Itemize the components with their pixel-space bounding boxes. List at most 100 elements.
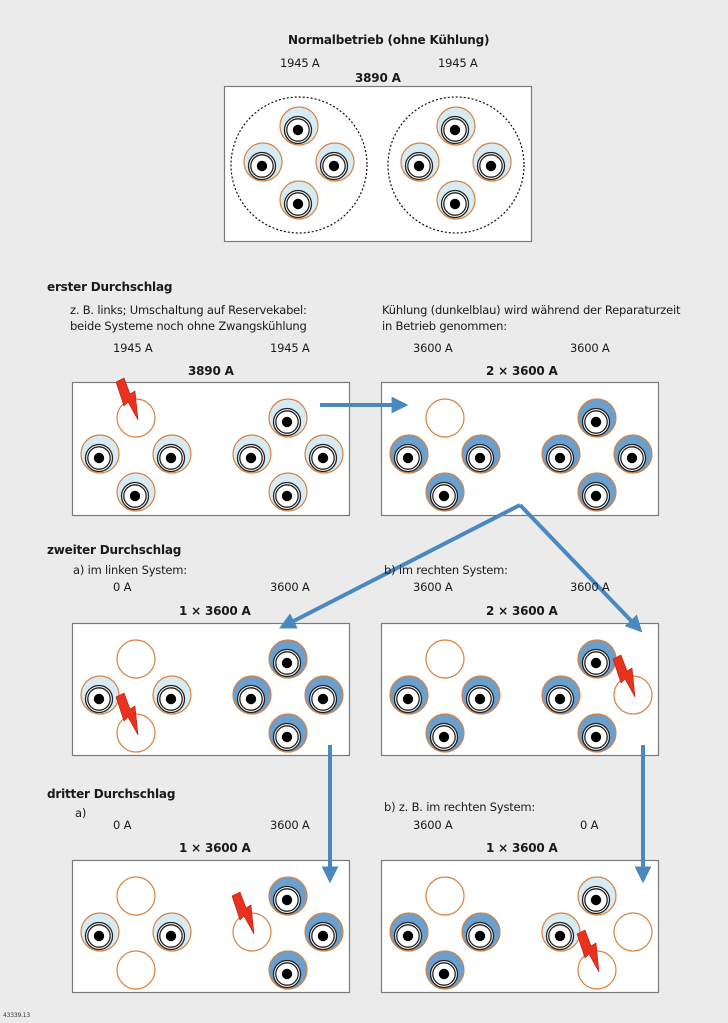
cable-dark: [577, 472, 617, 512]
conductor: [554, 452, 566, 464]
third-left-current-right: 3600 A: [270, 818, 310, 832]
second-right-current-right: 3600 A: [570, 580, 610, 594]
second-right-description: b) im rechten System:: [384, 563, 508, 577]
conductor: [165, 930, 177, 942]
first-left-current-right: 1945 A: [270, 341, 310, 355]
arrow-to-second-right: [518, 503, 643, 633]
first-left-total: 3890 A: [188, 364, 234, 378]
conductor: [590, 657, 602, 669]
conductor: [281, 490, 293, 502]
lightning-bolt-icon: [115, 377, 139, 421]
lightning-bolt-icon: [576, 929, 600, 973]
cable-dark: [425, 950, 465, 990]
conductor: [245, 693, 257, 705]
first-breakdown-heading: erster Durchschlag: [47, 280, 173, 294]
conductor: [93, 452, 105, 464]
cable-light: [80, 912, 120, 952]
second-left-current-left: 0 A: [113, 580, 132, 594]
cable-light: [315, 142, 355, 182]
cable-dark: [268, 713, 308, 753]
cable-empty: [116, 950, 156, 990]
arrow-to-second-left: [279, 503, 521, 629]
third-left-current-left: 0 A: [113, 818, 132, 832]
cable-dark: [268, 950, 308, 990]
conductor: [449, 124, 461, 136]
conductor: [438, 490, 450, 502]
second-left-current-right: 3600 A: [270, 580, 310, 594]
cable-empty: [425, 398, 465, 438]
cable-dark: [425, 472, 465, 512]
conductor: [281, 657, 293, 669]
first-left-current-left: 1945 A: [113, 341, 153, 355]
cable-light: [400, 142, 440, 182]
conductor: [256, 160, 268, 172]
empty-cable-sheath: [425, 876, 465, 916]
cable-light: [472, 142, 512, 182]
empty-cable-sheath: [116, 639, 156, 679]
cable-dark: [461, 675, 501, 715]
second-left-description: a) im linken System:: [73, 563, 187, 577]
cable-dark: [577, 713, 617, 753]
normal-right-current: 1945 A: [438, 56, 478, 70]
cable-light: [577, 876, 617, 916]
empty-cable-sheath: [425, 639, 465, 679]
conductor: [281, 731, 293, 743]
conductor: [590, 490, 602, 502]
cable-dark: [268, 876, 308, 916]
conductor: [474, 693, 486, 705]
cable-dark: [389, 675, 429, 715]
second-right-current-left: 3600 A: [413, 580, 453, 594]
cable-light: [279, 180, 319, 220]
conductor: [485, 160, 497, 172]
first-left-description-1: z. B. links; Umschaltung auf Reservekabe…: [70, 303, 307, 317]
conductor: [402, 930, 414, 942]
cable-light: [304, 434, 344, 474]
cable-dark: [425, 713, 465, 753]
first-left-description-2: beide Systeme noch ohne Zwangskühlung: [70, 319, 307, 333]
cable-light: [436, 106, 476, 146]
conductor: [402, 693, 414, 705]
cable-light: [152, 912, 192, 952]
conductor: [245, 452, 257, 464]
conductor: [554, 693, 566, 705]
cable-dark: [268, 639, 308, 679]
figure-id: 43339.13: [3, 1012, 31, 1019]
conductor: [474, 452, 486, 464]
first-right-total: 2 × 3600 A: [486, 364, 558, 378]
first-right-current-left: 3600 A: [413, 341, 453, 355]
third-right-total: 1 × 3600 A: [486, 841, 558, 855]
cable-empty: [116, 876, 156, 916]
conductor: [474, 930, 486, 942]
conductor: [626, 452, 638, 464]
conductor: [281, 894, 293, 906]
lightning-bolt-icon: [231, 891, 255, 935]
conductor: [590, 731, 602, 743]
conductor: [292, 124, 304, 136]
conductor: [554, 930, 566, 942]
cable-dark: [577, 639, 617, 679]
cable-dark: [232, 675, 272, 715]
cable-light: [116, 472, 156, 512]
normal-total-current: 3890 A: [355, 71, 401, 85]
cable-dark: [389, 912, 429, 952]
cable-empty: [425, 639, 465, 679]
cable-light: [243, 142, 283, 182]
cable-dark: [577, 398, 617, 438]
cable-light: [279, 106, 319, 146]
cable-dark: [613, 434, 653, 474]
left-system-boundary: [230, 96, 368, 234]
normal-left-current: 1945 A: [280, 56, 320, 70]
cable-light: [152, 675, 192, 715]
empty-cable-sheath: [116, 950, 156, 990]
conductor: [438, 968, 450, 980]
cable-light: [268, 472, 308, 512]
third-breakdown-heading: dritter Durchschlag: [47, 787, 176, 801]
cable-dark: [541, 434, 581, 474]
cable-dark: [304, 912, 344, 952]
second-breakdown-heading: zweiter Durchschlag: [47, 543, 182, 557]
cable-empty: [613, 912, 653, 952]
cable-light: [268, 398, 308, 438]
conductor: [590, 894, 602, 906]
conductor: [413, 160, 425, 172]
